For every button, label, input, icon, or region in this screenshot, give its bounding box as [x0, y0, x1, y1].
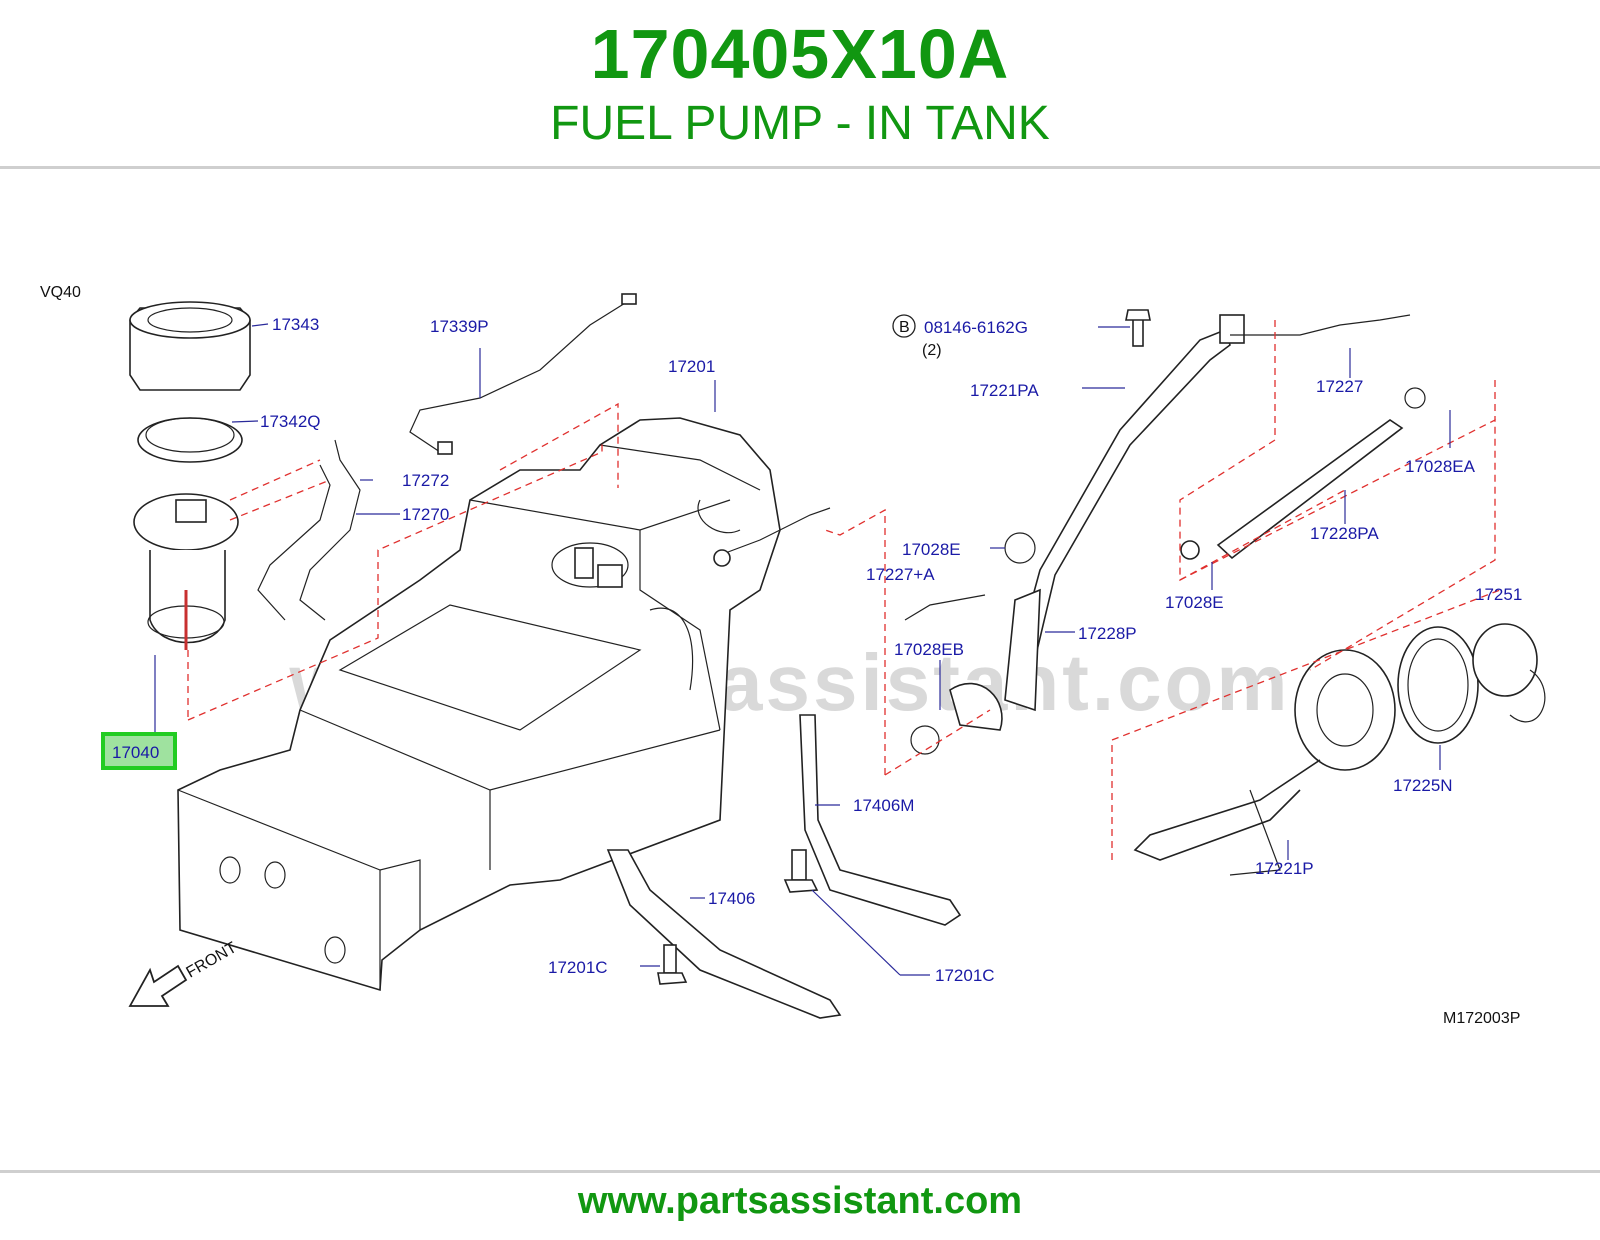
callout-17028e-lower[interactable]: 17028E — [1165, 593, 1224, 612]
fuel-pump-module-drawing — [129, 301, 251, 650]
filler-tube-drawing — [904, 314, 1426, 755]
callout-17201[interactable]: 17201 — [668, 357, 715, 376]
callout-17225n[interactable]: 17225N — [1393, 776, 1453, 795]
header-divider — [0, 166, 1600, 169]
callout-17028e-upper[interactable]: 17028E — [902, 540, 961, 559]
callout-17201c-right[interactable]: 17201C — [935, 966, 995, 985]
footer-divider — [0, 1170, 1600, 1173]
callout-17343[interactable]: 17343 — [272, 315, 319, 334]
bolt-type-circle — [892, 314, 916, 338]
part-description-title: FUEL PUMP - IN TANK — [550, 97, 1050, 150]
callout-17028ea[interactable]: 17028EA — [1405, 457, 1476, 476]
callout-17272[interactable]: 17272 — [402, 471, 449, 490]
callout-17228p[interactable]: 17228P — [1078, 624, 1137, 643]
callout-17227[interactable]: 17227 — [1316, 377, 1363, 396]
callout-17406[interactable]: 17406 — [708, 889, 755, 908]
callout-08146-6162g[interactable]: 08146-6162G — [924, 318, 1028, 337]
filler-neck-drawing — [1133, 623, 1546, 876]
engine-code-label: VQ40 — [40, 284, 81, 301]
front-label: FRONT — [184, 939, 240, 981]
callout-17228pa[interactable]: 17228PA — [1310, 524, 1379, 543]
part-number-title: 170405X10A — [590, 15, 1010, 93]
bolt-quantity: (2) — [922, 342, 942, 359]
callout-17227a[interactable]: 17227+A — [866, 565, 935, 584]
page-header: 170405X10A FUEL PUMP - IN TANK — [0, 0, 1600, 168]
callout-17406m[interactable]: 17406M — [853, 796, 914, 815]
callout-17221p[interactable]: 17221P — [1255, 859, 1314, 878]
leader-lines — [154, 323, 1451, 976]
fuel-tank-drawing — [177, 417, 831, 992]
parts-diagram: www.partsassistant.com — [40, 284, 1546, 1027]
bolt-type-letter: B — [899, 319, 910, 336]
callout-17040-highlighted[interactable]: 17040 — [112, 743, 159, 762]
wiring-harness-drawing — [409, 293, 637, 455]
callout-17251[interactable]: 17251 — [1475, 585, 1522, 604]
bolt-08146-drawing — [1125, 309, 1151, 347]
callout-17339p[interactable]: 17339P — [430, 317, 489, 336]
assembly-guide-lines — [187, 320, 1501, 860]
callout-17221pa[interactable]: 17221PA — [970, 381, 1039, 400]
highlight-box-17040 — [101, 732, 177, 770]
callout-17201c-left[interactable]: 17201C — [548, 958, 608, 977]
callout-17028eb[interactable]: 17028EB — [894, 640, 964, 659]
callout-17342q[interactable]: 17342Q — [260, 412, 321, 431]
tank-straps-drawing — [606, 714, 962, 1019]
footer-website-link[interactable]: www.partsassistant.com — [577, 1180, 1023, 1222]
fuel-lines-drawing — [257, 439, 361, 621]
drawing-code-label: M172003P — [1443, 1010, 1520, 1027]
callout-17270[interactable]: 17270 — [402, 505, 449, 524]
front-direction-arrow: FRONT — [128, 939, 240, 1007]
